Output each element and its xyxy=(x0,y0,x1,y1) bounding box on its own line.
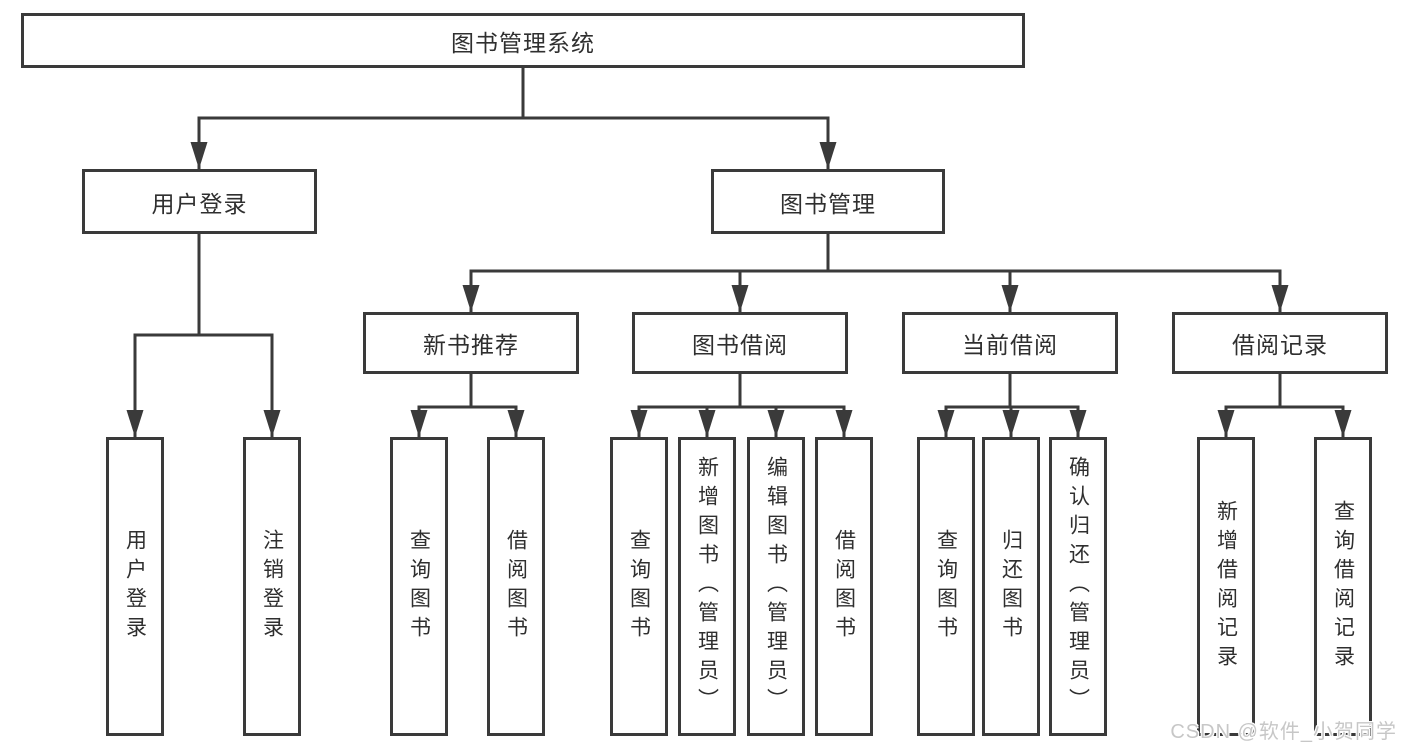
node-current-borrowing: 当前借阅 xyxy=(902,312,1118,374)
node-label: 查询借阅记录 xyxy=(1331,499,1355,674)
borrowing-leaf-query-books: 查询图书 xyxy=(610,437,668,736)
current-leaf-query-books: 查询图书 xyxy=(917,437,975,736)
node-label: 图书借阅 xyxy=(692,332,788,358)
node-user-login-branch: 用户登录 xyxy=(82,169,317,234)
records-leaf-query-borrow-record: 查询借阅记录 xyxy=(1314,437,1372,736)
node-label: 新书推荐 xyxy=(423,332,519,358)
arrowhead-icon xyxy=(1334,410,1352,437)
node-label: 图书管理 xyxy=(780,190,876,217)
borrowing-leaf-edit-books-admin: 编辑图书（管理员） xyxy=(747,437,805,736)
node-label: 借阅图书 xyxy=(832,528,856,645)
node-label: 查询图书 xyxy=(934,528,958,645)
arrowhead-icon xyxy=(126,410,144,437)
arrowhead-icon xyxy=(767,410,785,437)
node-label: 查询图书 xyxy=(627,528,651,645)
arrowhead-icon xyxy=(937,410,955,437)
arrowhead-icon xyxy=(630,410,648,437)
arrowhead-icon xyxy=(698,410,716,437)
connector-root-to-branches xyxy=(197,68,830,169)
arrowhead-icon xyxy=(507,410,525,437)
node-label: 借阅图书 xyxy=(504,528,528,645)
node-label: 用户登录 xyxy=(123,528,147,645)
arrowhead-icon xyxy=(835,410,853,437)
records-leaf-add-borrow-record: 新增借阅记录 xyxy=(1197,437,1255,736)
borrowing-leaf-borrow-books: 借阅图书 xyxy=(815,437,873,736)
node-book-borrowing: 图书借阅 xyxy=(632,312,848,374)
connector-newbook-to-leaves xyxy=(417,374,518,437)
connector-bookborrow-to-leaves xyxy=(637,374,846,437)
arrowhead-icon xyxy=(462,285,480,312)
leaf-logout-login: 注销登录 xyxy=(243,437,301,736)
arrowhead-icon xyxy=(1069,410,1087,437)
node-label: 编辑图书（管理员） xyxy=(764,456,788,717)
arrowhead-icon xyxy=(263,410,281,437)
node-label: 查询图书 xyxy=(407,528,431,645)
borrowing-leaf-add-books-admin: 新增图书（管理员） xyxy=(678,437,736,736)
arrowhead-icon xyxy=(1002,410,1020,437)
node-label: 新增借阅记录 xyxy=(1214,499,1238,674)
node-label: 新增图书（管理员） xyxy=(695,456,719,717)
current-leaf-confirm-return-admin: 确认归还（管理员） xyxy=(1049,437,1107,736)
arrowhead-icon xyxy=(819,142,837,169)
node-label: 用户登录 xyxy=(151,190,248,217)
node-root-library-system: 图书管理系统 xyxy=(21,13,1025,68)
arrowhead-icon xyxy=(190,142,208,169)
arrowhead-icon xyxy=(1271,285,1289,312)
node-label: 确认归还（管理员） xyxy=(1066,456,1090,717)
node-label: 当前借阅 xyxy=(962,332,1058,358)
node-label: 借阅记录 xyxy=(1232,332,1328,358)
arrowhead-icon xyxy=(731,285,749,312)
node-new-book-recommend: 新书推荐 xyxy=(363,312,579,374)
arrowhead-icon xyxy=(1217,410,1235,437)
connector-userlogin-to-leaves xyxy=(133,234,274,437)
watermark-text: CSDN @软件_小贺同学 xyxy=(1170,721,1397,743)
recommend-leaf-borrow-books: 借阅图书 xyxy=(487,437,545,736)
node-borrowing-records: 借阅记录 xyxy=(1172,312,1388,374)
arrowhead-icon xyxy=(1001,285,1019,312)
leaf-user-login: 用户登录 xyxy=(106,437,164,736)
arrowhead-icon xyxy=(410,410,428,437)
node-label: 归还图书 xyxy=(999,528,1023,645)
node-book-management-branch: 图书管理 xyxy=(711,169,945,234)
connector-bookmgmt-to-groups xyxy=(469,234,1282,312)
node-label: 图书管理系统 xyxy=(451,29,595,56)
connector-records-to-leaves xyxy=(1224,374,1345,437)
current-leaf-return-books: 归还图书 xyxy=(982,437,1040,736)
node-label: 注销登录 xyxy=(260,528,284,645)
recommend-leaf-query-books: 查询图书 xyxy=(390,437,448,736)
